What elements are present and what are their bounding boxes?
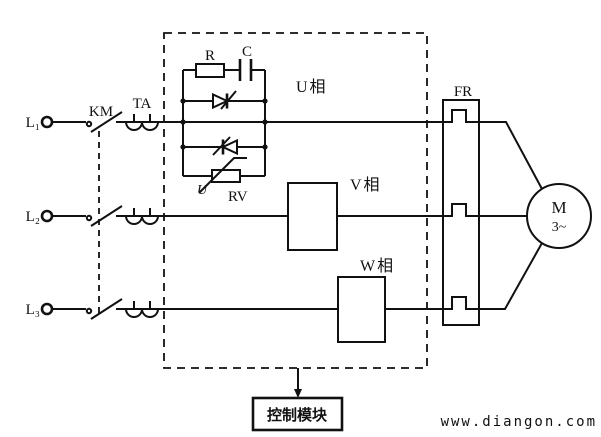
phase-row-l3: [40, 242, 543, 320]
arrow-down-icon: [294, 389, 302, 398]
ta-transformer-l3: [125, 308, 159, 318]
terminal-circle-l2: [40, 209, 54, 223]
motor-circle: [526, 183, 592, 249]
capacitor-label: C: [242, 44, 252, 60]
terminal-circle-l3: [40, 302, 54, 316]
ta-transformer-l1: [125, 121, 159, 131]
wire-l2-to-motor: [337, 203, 527, 217]
watermark-text: www.diangon.com: [441, 414, 597, 430]
terminal-label-l3: L₃: [26, 302, 40, 318]
scr-forward-triangle: [212, 92, 230, 110]
phase-w-label: W相: [360, 257, 395, 275]
varistor-label: RV: [228, 189, 248, 205]
control-module-box: [251, 396, 344, 432]
control-module-label: 控制模块: [267, 406, 328, 424]
phase-row-l1: [40, 109, 543, 190]
contactor-label: KM: [89, 104, 113, 120]
km-blade-l1: [90, 111, 123, 133]
u-phase-network: [180, 59, 268, 194]
phase-u-label: U相: [296, 78, 328, 96]
ta-transformer-l2: [125, 215, 159, 225]
scr-forward-gate: [220, 90, 237, 110]
phase-v-label: V相: [350, 176, 382, 194]
thermal-relay-fr-box: [442, 99, 480, 326]
wire-l3-to-motor: [385, 242, 543, 310]
motor-label: M: [551, 198, 566, 217]
resistor-r-body: [195, 63, 225, 78]
km-contact-l1: [85, 120, 93, 128]
varistor-rv-arrow: [198, 157, 247, 194]
varistor-voltage-label: U: [197, 183, 208, 198]
terminal-label-l2: L₂: [26, 209, 40, 225]
terminal-circle-l1: [40, 115, 54, 129]
scr-reverse-triangle: [220, 138, 238, 156]
v-phase-module-box: [287, 182, 338, 251]
wire-l1-to-motor: [116, 109, 543, 190]
km-blade-l3: [90, 298, 123, 320]
w-phase-module-box: [337, 276, 386, 343]
soft-starter-dashed-enclosure: [163, 32, 428, 369]
km-contact-l3: [85, 307, 93, 315]
km-blade-l2: [90, 205, 123, 227]
km-contact-l2: [85, 214, 93, 222]
phase-row-l2: [40, 203, 527, 227]
motor-phases-label: 3~: [552, 220, 567, 235]
junction-dots: [180, 98, 268, 150]
terminal-label-l1: L₁: [26, 115, 40, 131]
resistor-label: R: [205, 48, 215, 64]
thermal-relay-label: FR: [454, 84, 472, 100]
scr-reverse-gate: [212, 136, 231, 156]
current-transformer-label: TA: [133, 96, 152, 112]
